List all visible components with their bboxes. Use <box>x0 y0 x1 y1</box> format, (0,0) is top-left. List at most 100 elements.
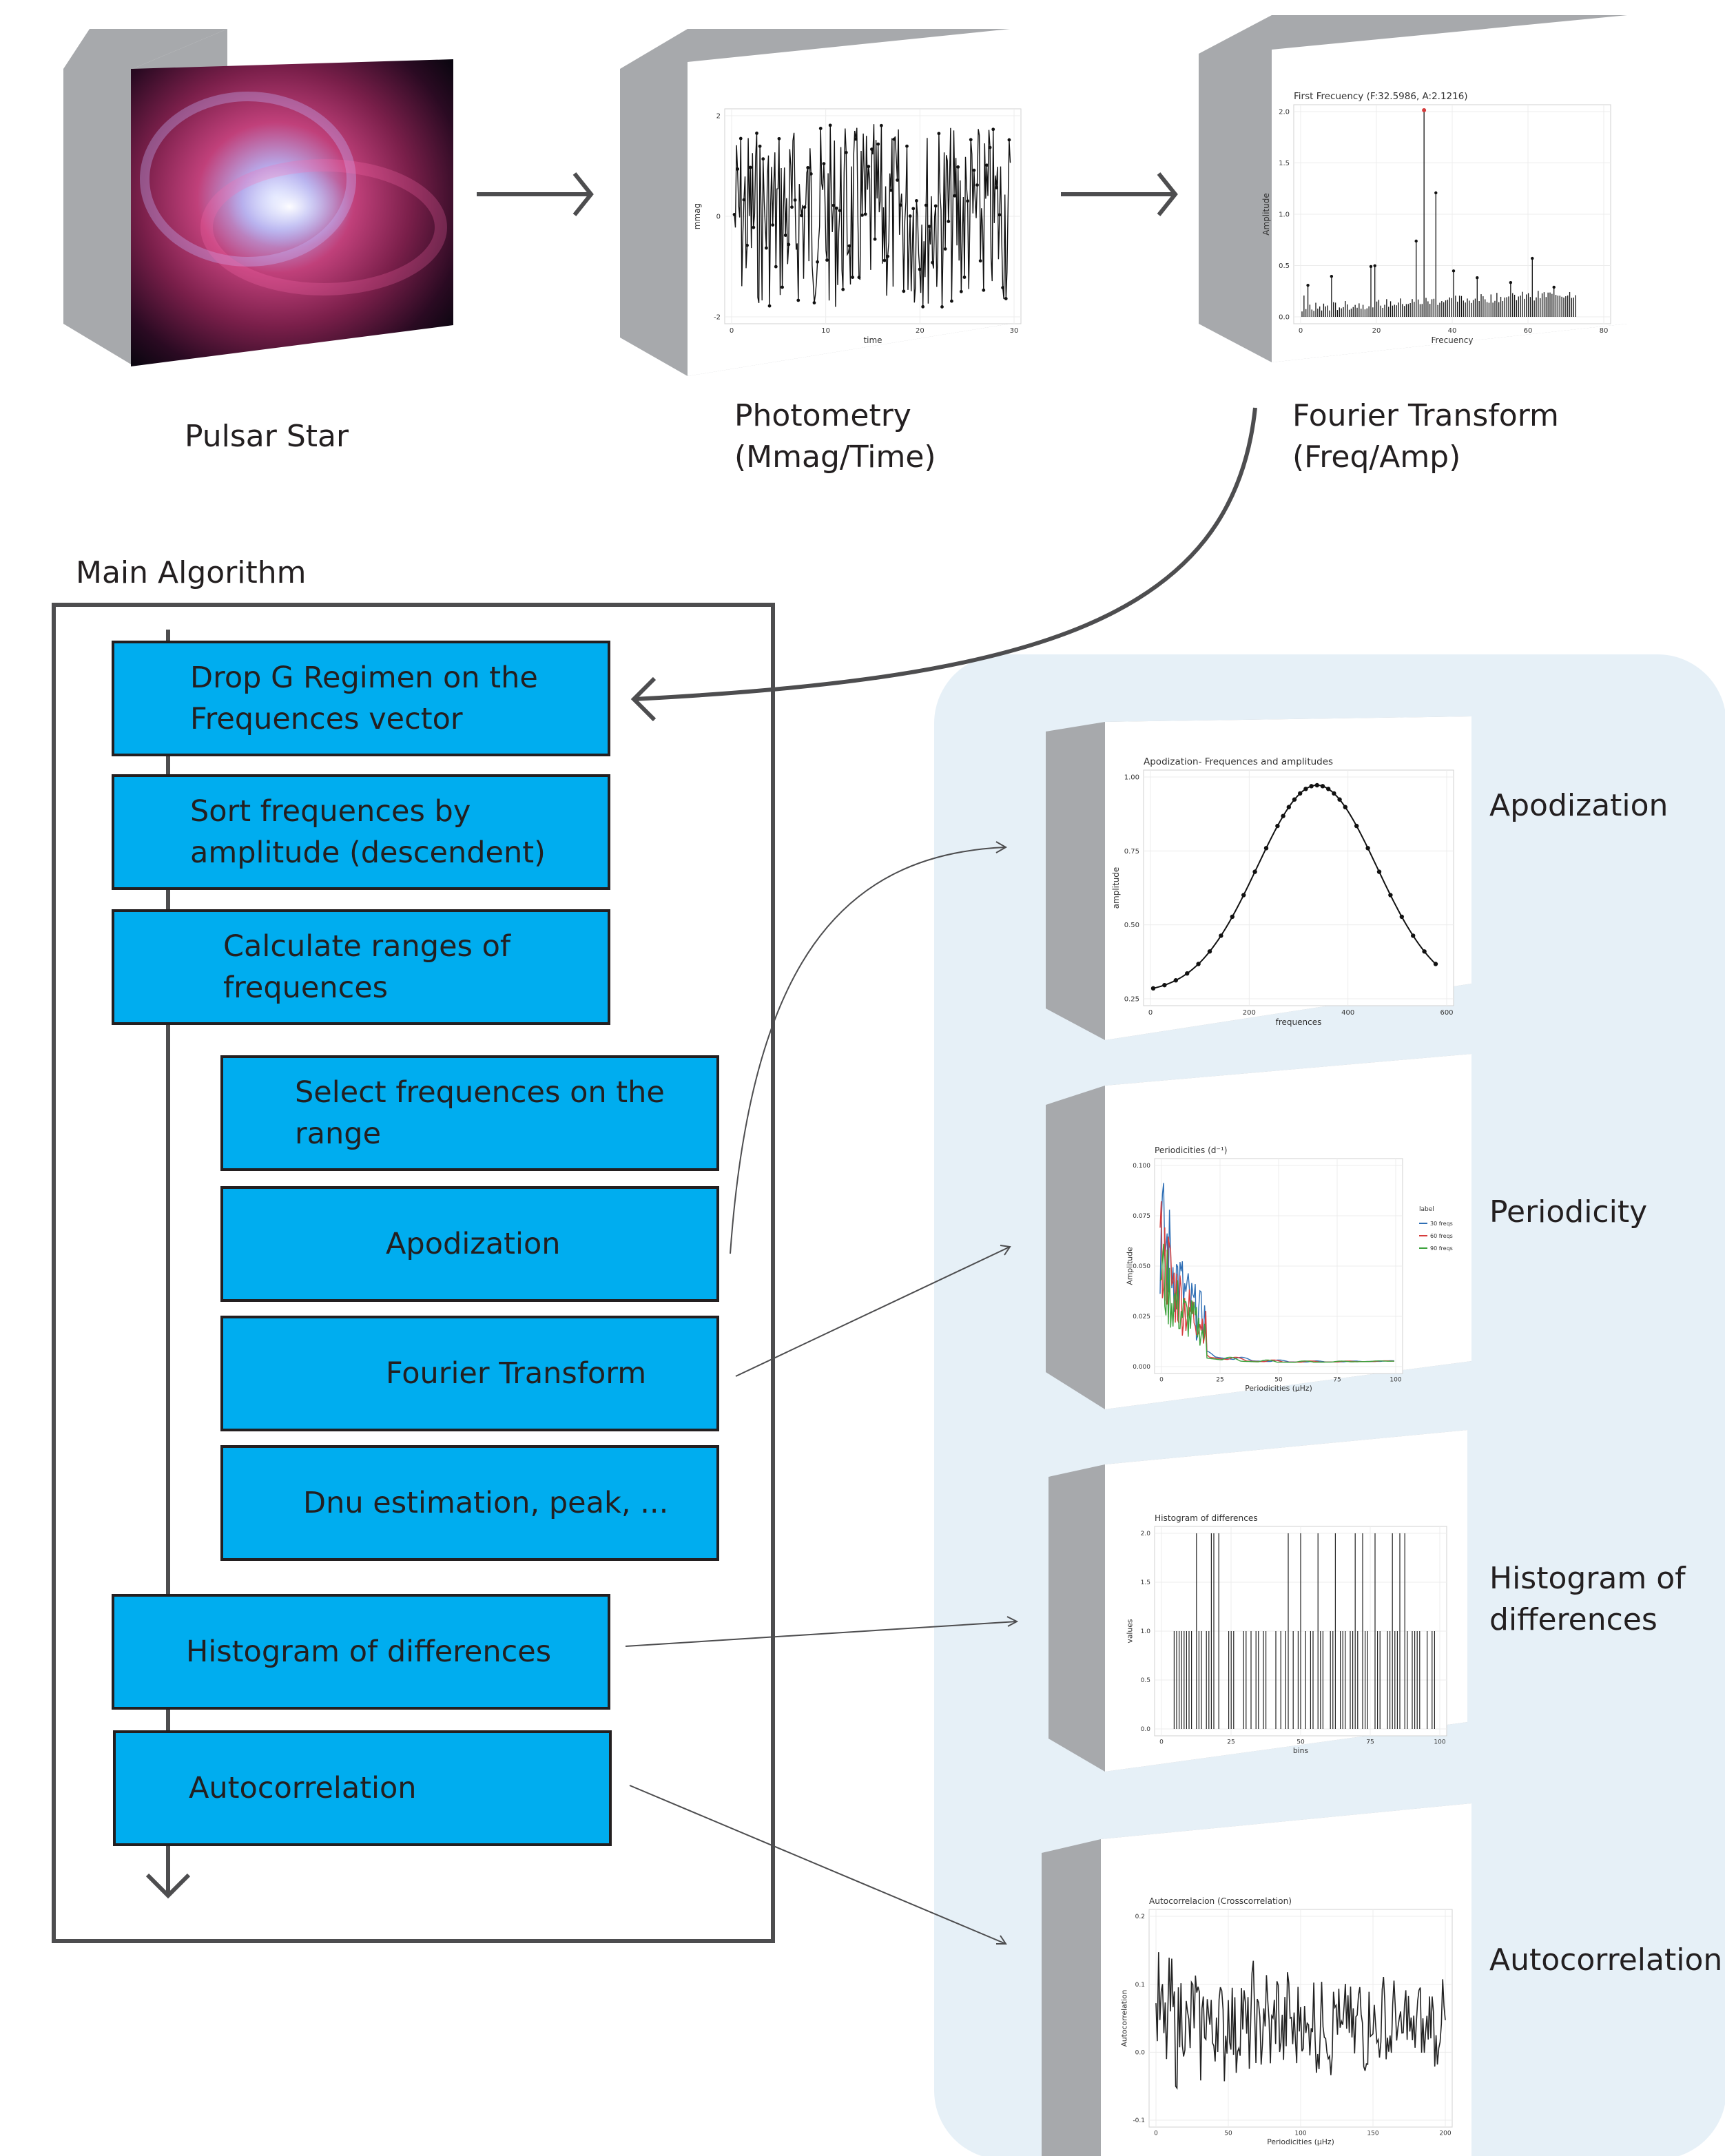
data-point <box>1281 813 1285 818</box>
series-line <box>734 124 1011 307</box>
x-tick-label: 20 <box>1372 327 1381 335</box>
data-point <box>774 265 778 269</box>
x-axis-label: time <box>863 335 882 345</box>
x-axis-label: Periodicities (μHz) <box>1267 2137 1334 2146</box>
y-tick-label: 0.0 <box>1141 1726 1151 1733</box>
step-histogram[interactable]: Histogram of differences <box>112 1594 610 1710</box>
x-tick-label: 50 <box>1224 2131 1232 2137</box>
x-tick-label: 100 <box>1390 1377 1401 1384</box>
peak-point <box>1531 256 1534 260</box>
data-point <box>1252 869 1257 874</box>
step-drop-g-regimen[interactable]: Drop G Regimen on the Frequences vector <box>112 641 610 756</box>
y-tick-label: 1.5 <box>1141 1579 1150 1586</box>
y-tick-label: 0 <box>716 214 721 221</box>
data-point <box>879 123 883 127</box>
step-sort-frequences[interactable]: Sort frequences by amplitude (descendent… <box>112 774 610 890</box>
data-point <box>818 127 823 130</box>
data-point <box>950 299 953 303</box>
step-autocorrelation[interactable]: Autocorrelation <box>113 1730 612 1846</box>
series-line <box>1159 1243 1394 1363</box>
x-tick-label: 0 <box>1148 1009 1153 1017</box>
y-tick-label: 1.00 <box>1124 774 1139 782</box>
data-point <box>767 304 772 308</box>
peak-point <box>1434 191 1438 195</box>
data-point <box>1219 933 1223 938</box>
data-point <box>1365 846 1370 851</box>
pulsar-box <box>63 29 453 366</box>
arrow-photometry-to-fourier <box>1061 172 1178 216</box>
data-point <box>1298 791 1303 796</box>
y-axis-label: Amplitude <box>1126 1247 1135 1285</box>
step-label: Calculate ranges of frequences <box>223 929 511 1005</box>
y-tick-label: 2.0 <box>1279 109 1290 116</box>
step-label: Drop G Regimen on the Frequences vector <box>190 661 538 736</box>
x-tick-label: 25 <box>1227 1739 1235 1746</box>
output-label-histogram: Histogram of differences <box>1489 1561 1686 1637</box>
max-peak-point <box>1422 108 1427 112</box>
x-tick-label: 0 <box>1154 2131 1158 2137</box>
data-point <box>1230 914 1235 920</box>
y-tick-label: 0.1 <box>1135 1982 1145 1989</box>
x-tick-label: 60 <box>1524 327 1533 335</box>
x-axis-label: frequences <box>1276 1017 1322 1027</box>
legend-label: 30 freqs <box>1430 1221 1453 1227</box>
x-axis-label: Periodicities (μHz) <box>1245 1384 1312 1393</box>
caption-pulsar: Pulsar Star <box>185 419 349 454</box>
data-point <box>1388 893 1393 898</box>
data-point <box>972 168 976 172</box>
step-dnu-estimation[interactable]: Dnu estimation, peak, ... <box>220 1445 719 1561</box>
data-point <box>738 136 743 141</box>
data-point <box>1185 971 1190 976</box>
data-point <box>1004 297 1008 300</box>
x-axis-label: bins <box>1293 1746 1309 1755</box>
data-point <box>882 258 887 262</box>
x-tick-label: 40 <box>1448 327 1457 335</box>
x-tick-label: 0 <box>730 327 734 335</box>
step-apodization[interactable]: Apodization <box>220 1186 719 1302</box>
x-tick-label: 80 <box>1600 327 1609 335</box>
output-label-apodization: Apodization <box>1489 788 1669 823</box>
data-point <box>940 305 944 309</box>
connectors <box>625 841 1019 1945</box>
peak-point <box>1369 265 1373 269</box>
algorithm-frame <box>52 603 775 1943</box>
x-tick-label: 20 <box>916 327 925 335</box>
y-axis-label: Amplitude <box>1261 193 1271 236</box>
data-point <box>835 206 838 210</box>
peak-point <box>1373 264 1376 267</box>
data-point <box>1263 846 1269 851</box>
y-tick-label: 0.025 <box>1133 1314 1150 1320</box>
peak-point <box>1509 280 1513 284</box>
x-tick-label: 30 <box>1010 327 1019 335</box>
data-point <box>978 259 982 263</box>
chart-title: Autocorrelacion (Crosscorrelation) <box>1149 1896 1292 1906</box>
step-fourier-transform[interactable]: Fourier Transform <box>220 1316 719 1431</box>
data-point <box>1292 797 1297 802</box>
data-point <box>1314 782 1320 788</box>
y-tick-label: 0.2 <box>1135 1914 1145 1920</box>
step-select-frequences[interactable]: Select frequences on the range <box>220 1055 719 1171</box>
y-tick-label: 0.000 <box>1133 1364 1150 1371</box>
data-point <box>911 207 916 211</box>
x-axis-label: Frecuency <box>1432 335 1474 345</box>
data-point <box>1320 784 1325 789</box>
data-point <box>781 285 784 289</box>
chart-title: Histogram of differences <box>1155 1513 1258 1523</box>
step-calculate-ranges[interactable]: Calculate ranges of frequences <box>112 909 610 1025</box>
data-point <box>828 123 832 127</box>
data-point <box>943 247 947 251</box>
y-tick-label: 0.75 <box>1124 848 1139 856</box>
step-label: Dnu estimation, peak, ... <box>303 1486 669 1520</box>
y-tick-label: 0.5 <box>1141 1677 1150 1684</box>
x-tick-label: 200 <box>1439 2131 1451 2137</box>
data-point <box>1286 805 1292 809</box>
caption-fourier: Fourier Transform (Freq/Amp) <box>1292 398 1559 475</box>
data-point <box>1337 797 1342 802</box>
y-tick-label: 1.0 <box>1279 211 1290 219</box>
x-tick-label: 10 <box>821 327 830 335</box>
data-point <box>1241 893 1246 898</box>
data-point <box>1150 986 1156 991</box>
